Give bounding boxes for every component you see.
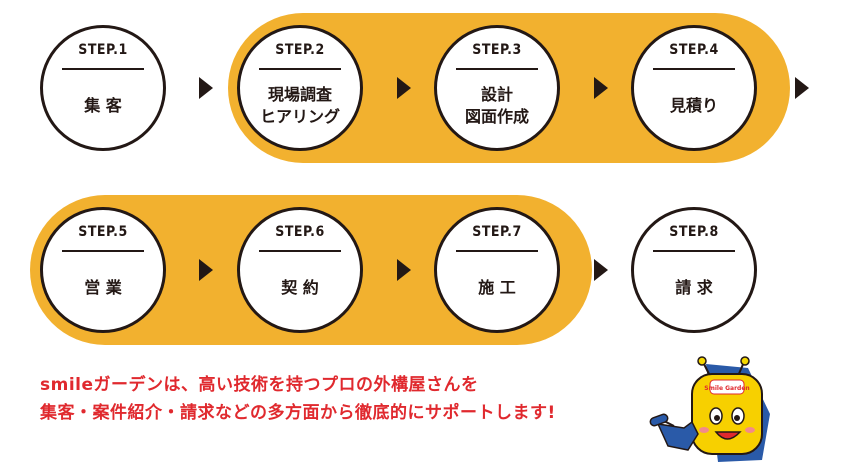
message-line-1: smileガーデンは、高い技術を持つプロの外構屋さんを (40, 375, 479, 395)
step-number: STEP.1 (78, 42, 128, 58)
step-label: 施 工 (478, 278, 516, 297)
arrow-right-icon (594, 259, 608, 281)
step-8-circle: STEP.8 請 求 (631, 207, 757, 333)
step-2-circle: STEP.2 現場調査 ヒアリング (237, 25, 363, 151)
step-label: 設計 図面作成 (464, 85, 529, 126)
arrow-right-icon (594, 77, 608, 99)
step-5-circle: STEP.5 営 業 (40, 207, 166, 333)
arrow-right-icon (199, 259, 213, 281)
mascot-badge-text: Smile Garden (704, 385, 749, 392)
step-number: STEP.8 (669, 224, 719, 240)
step-number: STEP.3 (472, 42, 522, 58)
divider (259, 68, 341, 70)
divider (62, 250, 144, 252)
step-label: 契 約 (281, 278, 319, 297)
divider (259, 250, 341, 252)
step-number: STEP.2 (275, 42, 325, 58)
step-label: 見積り (669, 96, 718, 115)
arrow-right-icon (397, 259, 411, 281)
step-number: STEP.5 (78, 224, 128, 240)
divider (456, 68, 538, 70)
divider (653, 68, 735, 70)
arrow-right-icon (199, 77, 213, 99)
divider (653, 250, 735, 252)
arrow-right-icon (795, 77, 809, 99)
step-label: 請 求 (675, 278, 713, 297)
step-7-circle: STEP.7 施 工 (434, 207, 560, 333)
step-label: 営 業 (84, 278, 122, 297)
divider (62, 68, 144, 70)
step-6-circle: STEP.6 契 約 (237, 207, 363, 333)
step-label: 集 客 (84, 96, 122, 115)
divider (456, 250, 538, 252)
step-3-circle: STEP.3 設計 図面作成 (434, 25, 560, 151)
step-number: STEP.6 (275, 224, 325, 240)
step-number: STEP.7 (472, 224, 522, 240)
step-4-circle: STEP.4 見積り (631, 25, 757, 151)
mascot-icon: Smile Garden (649, 356, 770, 462)
arrow-right-icon (397, 77, 411, 99)
step-number: STEP.4 (669, 42, 719, 58)
step-1-circle: STEP.1 集 客 (40, 25, 166, 151)
step-label: 現場調査 ヒアリング (259, 85, 340, 126)
message-line-2: 集客・案件紹介・請求などの多方面から徹底的にサポートします! (40, 403, 556, 423)
